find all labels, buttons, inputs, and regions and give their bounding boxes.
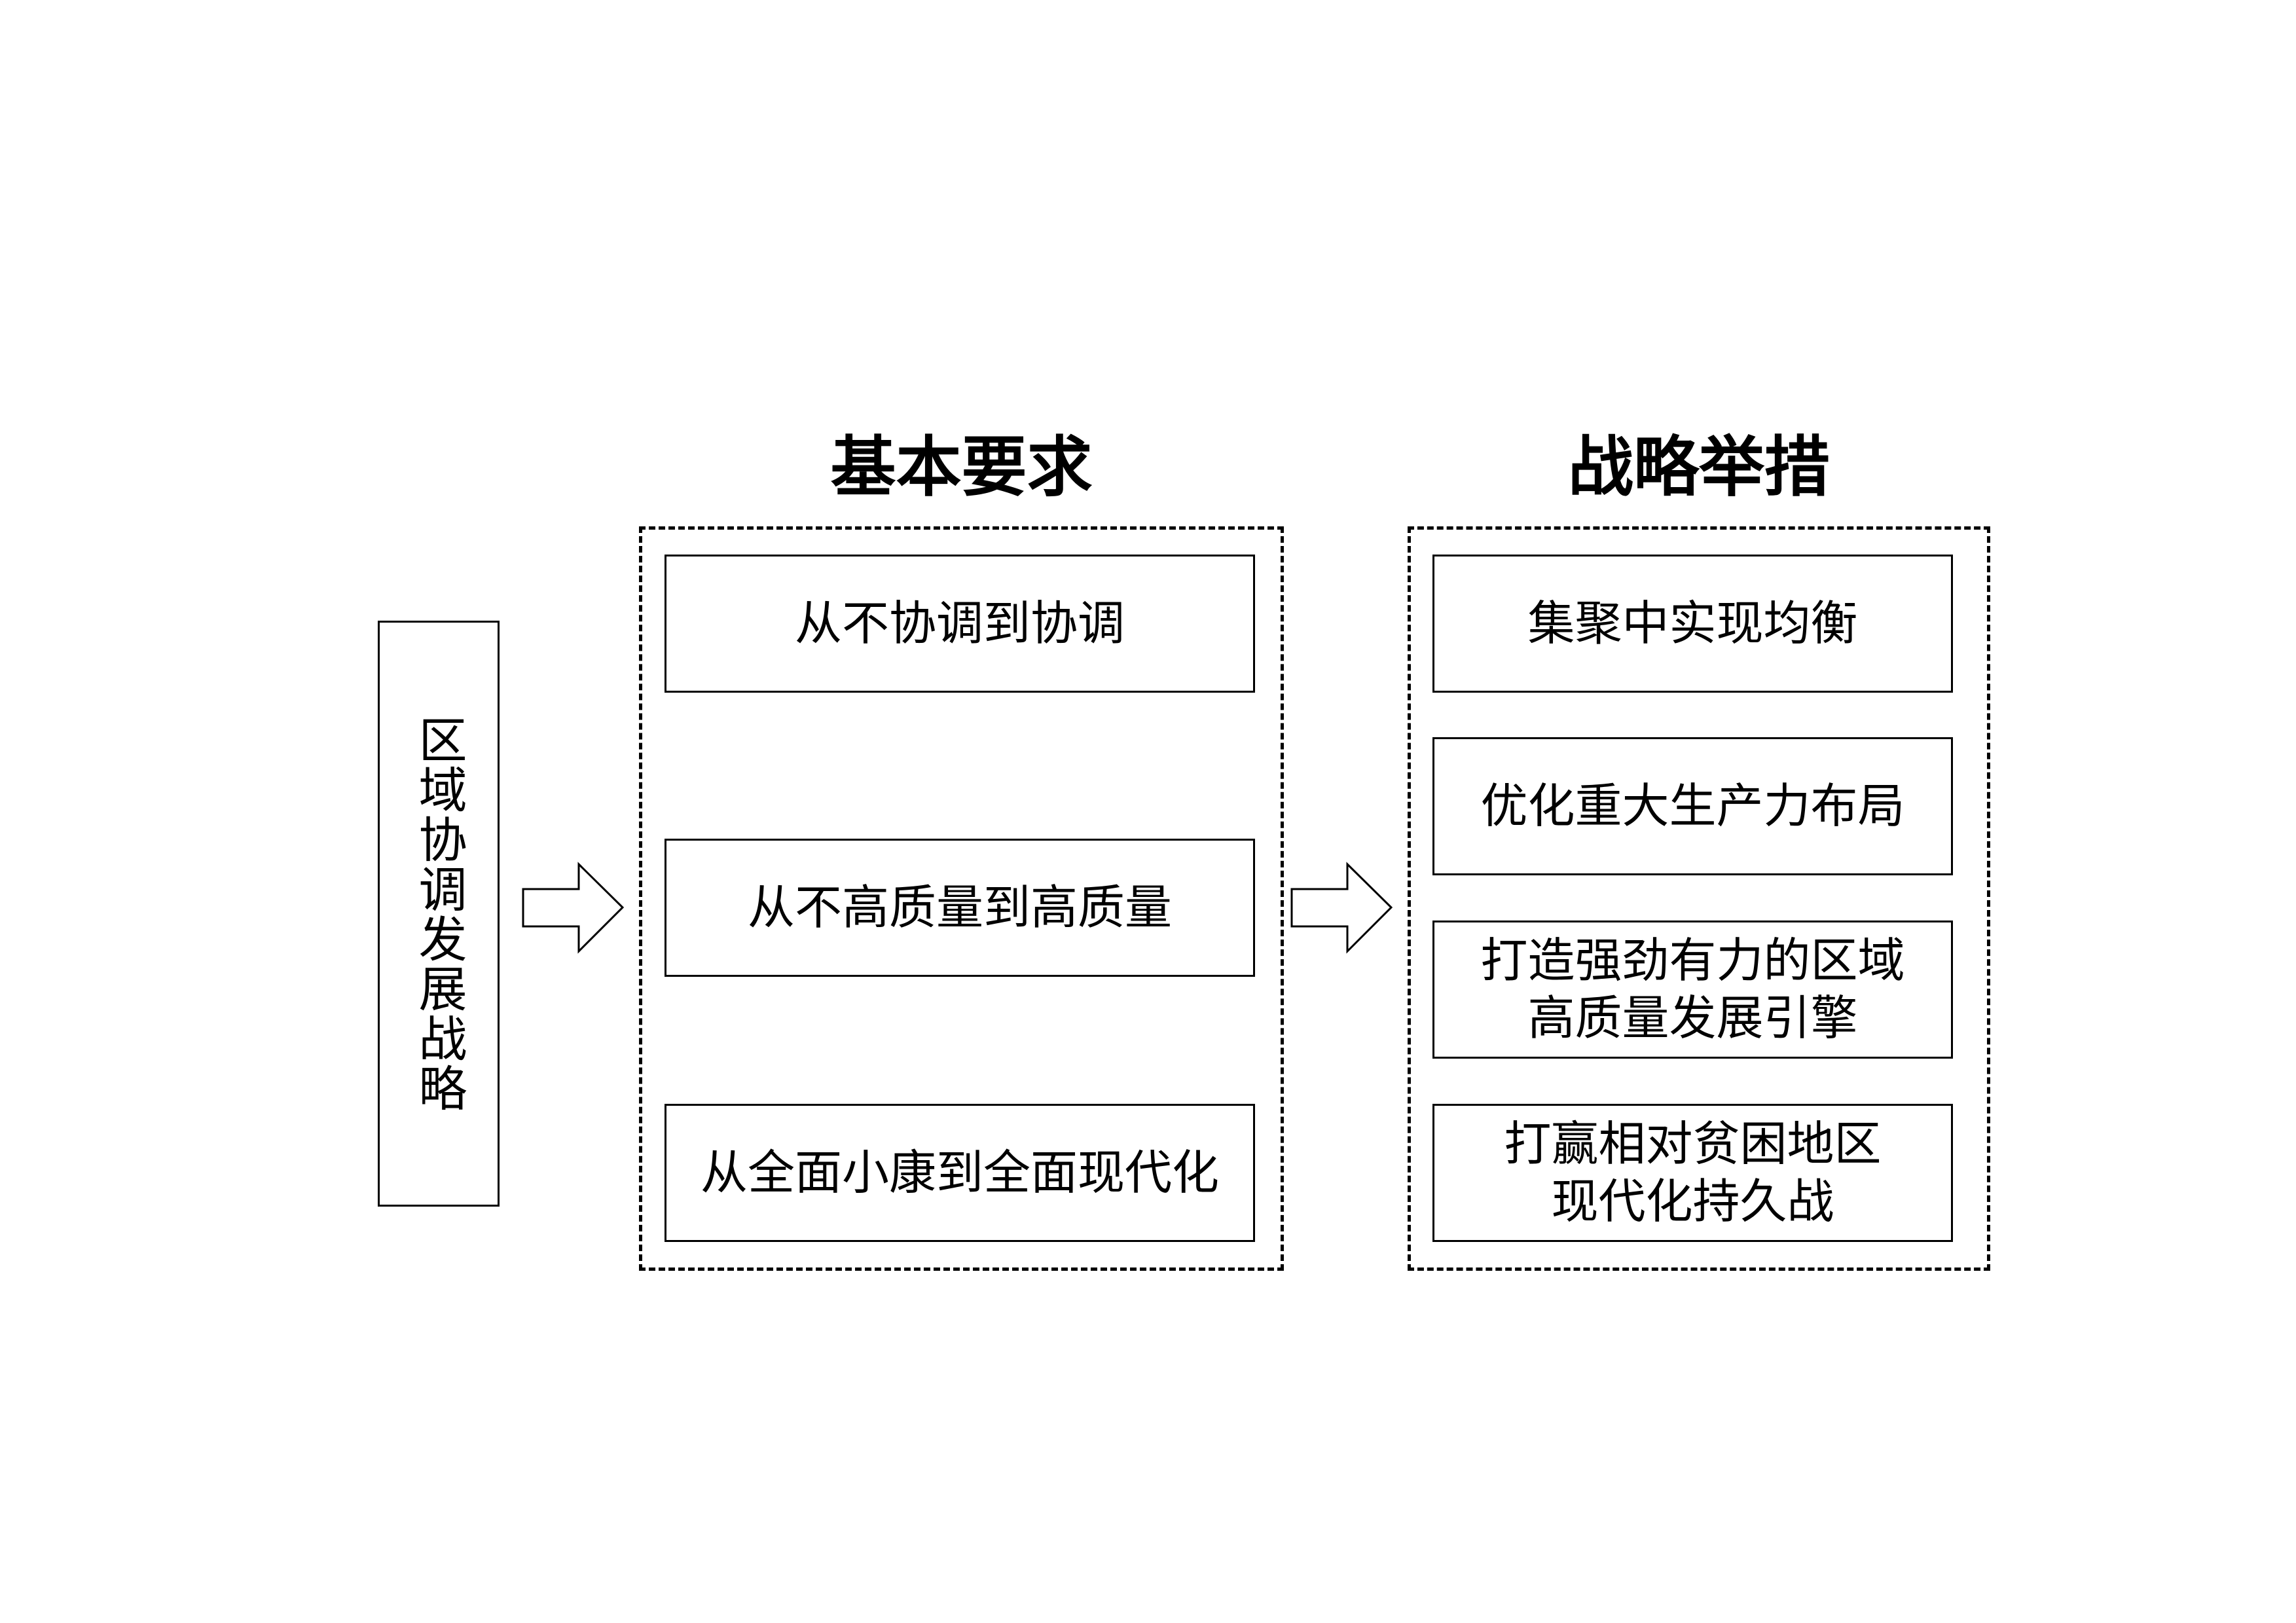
- requirement-item-label: 从不高质量到高质量: [747, 879, 1172, 935]
- requirement-item: 从不协调到协调: [665, 555, 1255, 693]
- measure-item-line2: 高质量发展引擎: [1527, 990, 1858, 1046]
- strategy-label: 区域协调发展战略: [410, 714, 467, 1113]
- requirement-item-label: 从全面小康到全面现代化: [700, 1144, 1219, 1200]
- measure-item: 集聚中实现均衡: [1432, 555, 1953, 693]
- requirements-heading: 基本要求: [830, 429, 1093, 505]
- requirement-item: 从不高质量到高质量: [665, 839, 1255, 977]
- requirement-item: 从全面小康到全面现代化: [665, 1104, 1255, 1242]
- strategy-box: 区域协调发展战略: [378, 621, 500, 1207]
- measure-item-line1: 打造强劲有力的区域: [1480, 932, 1905, 988]
- requirements-group: [639, 526, 1284, 1271]
- measure-item-line1: 优化重大生产力布局: [1480, 778, 1905, 833]
- measure-item: 打赢相对贫困地区 现代化持久战: [1432, 1104, 1953, 1242]
- measure-item-line1: 打赢相对贫困地区: [1504, 1116, 1882, 1171]
- measure-item: 打造强劲有力的区域 高质量发展引擎: [1432, 921, 1953, 1059]
- right-arrow-icon: [1290, 862, 1393, 954]
- measures-heading: 战略举措: [1568, 429, 1830, 505]
- right-arrow-icon: [522, 862, 625, 954]
- measures-group: [1408, 526, 1990, 1271]
- measure-item-line2: 现代化持久战: [1551, 1173, 1834, 1229]
- requirement-item-label: 从不协调到协调: [794, 595, 1125, 651]
- measure-item: 优化重大生产力布局: [1432, 737, 1953, 875]
- measure-item-line1: 集聚中实现均衡: [1527, 595, 1858, 651]
